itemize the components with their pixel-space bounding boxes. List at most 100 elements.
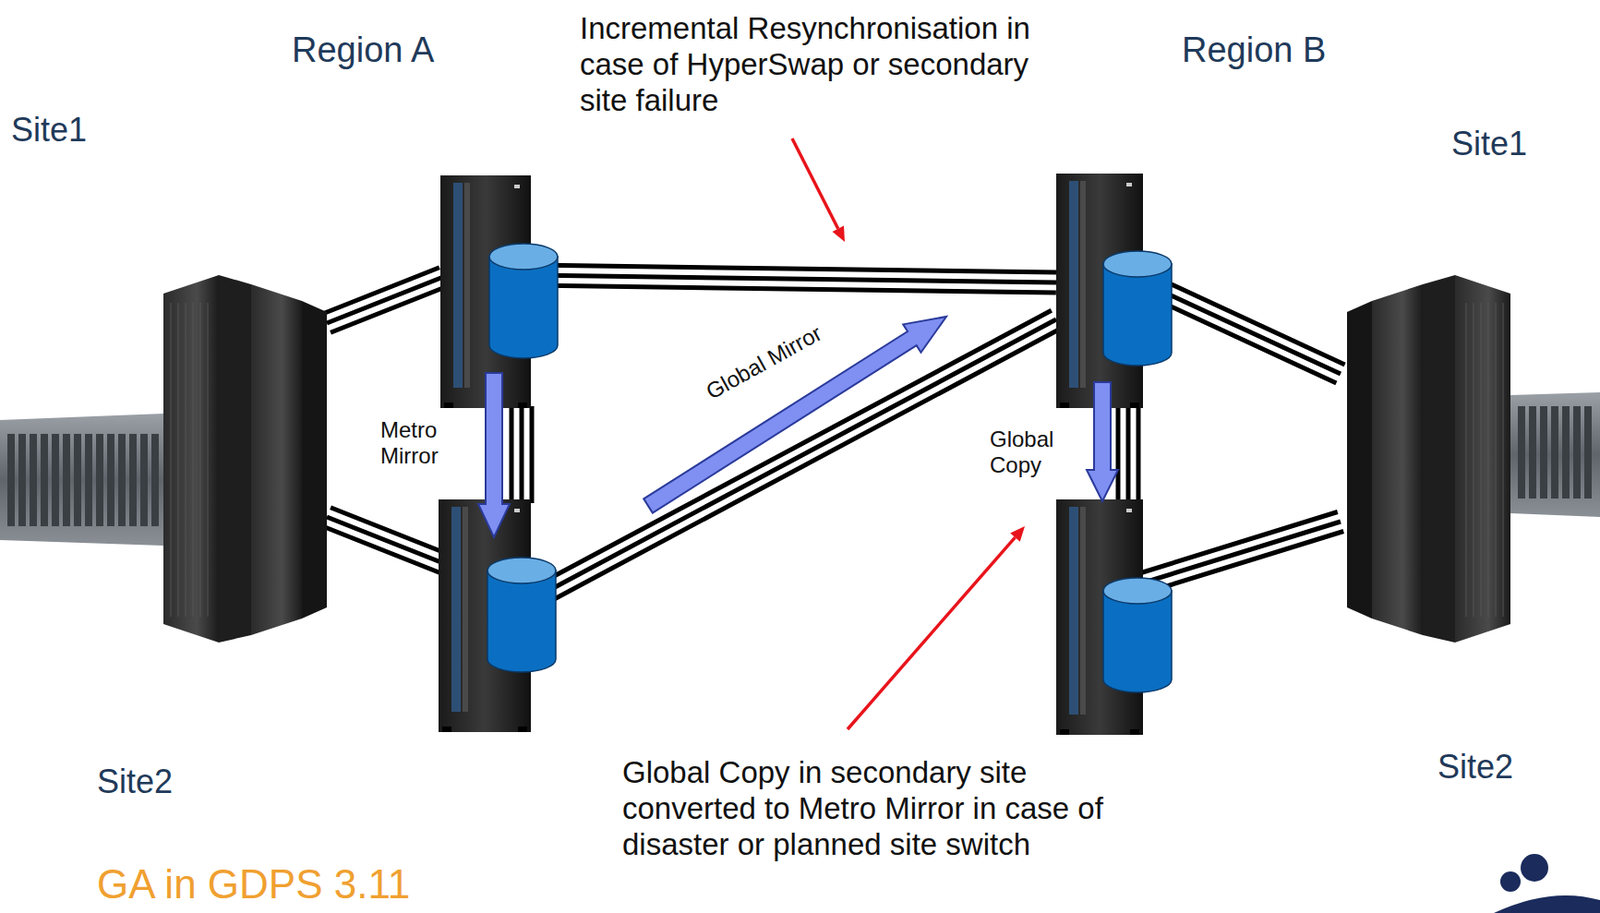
frame-ridge <box>1503 302 1504 617</box>
foot <box>1130 729 1140 735</box>
blade-chassis <box>1510 392 1600 518</box>
fiber-link <box>526 310 1052 591</box>
fiber-link <box>326 276 444 324</box>
disk-cylinder <box>1103 590 1172 693</box>
disk-cylinder <box>487 570 556 673</box>
frame-ridge <box>1488 302 1490 617</box>
blade <box>1562 406 1570 499</box>
fiber-link <box>330 286 447 333</box>
frame-ridge <box>192 302 194 617</box>
fiber-link <box>530 319 1057 601</box>
edge-label: Global Copy <box>989 426 1073 480</box>
badge <box>514 184 520 189</box>
cabinet-panel <box>464 182 470 388</box>
fiber-link <box>1145 272 1346 365</box>
foot <box>1059 729 1070 735</box>
edge-label: Global Mirror <box>701 320 827 406</box>
disk-cylinder <box>1103 264 1172 366</box>
blade <box>7 433 15 527</box>
frame-ridge <box>200 302 202 617</box>
foot <box>517 402 528 409</box>
region-label: Region A <box>291 29 434 72</box>
fiber-link <box>530 264 1057 273</box>
region-label: Region B <box>1181 29 1326 72</box>
cabinet-stripe <box>1069 506 1079 715</box>
mirror-arrows <box>478 138 1119 730</box>
mirror-arrow <box>478 372 510 538</box>
site-label: Site2 <box>96 762 173 802</box>
mainframe-frame <box>1371 284 1423 636</box>
site-label: Site1 <box>1451 124 1528 164</box>
foot <box>444 402 454 409</box>
frame-ridge <box>1466 302 1468 617</box>
cabinet-panel <box>1080 506 1086 715</box>
mainframe-frame <box>251 284 302 636</box>
edge-label: Metro Mirror <box>380 417 464 470</box>
callout-arrowhead <box>1010 526 1025 542</box>
footnote: GA in GDPS 3.11 <box>96 860 410 909</box>
callout-note: Incremental Resynchronisation in case of… <box>579 11 1060 120</box>
foot <box>1059 402 1070 409</box>
blade <box>1539 406 1548 499</box>
badge <box>514 508 520 513</box>
share-logo <box>1493 854 1600 913</box>
fiber-link <box>323 267 440 314</box>
disk-top <box>489 243 558 270</box>
frame-ridge <box>185 302 187 617</box>
fiber-link <box>530 275 1057 283</box>
frame-ridge <box>178 302 180 617</box>
site-label: Site2 <box>1437 747 1514 787</box>
mirror-arrow <box>643 316 947 514</box>
cabinet-panel <box>462 506 469 712</box>
blade <box>1584 406 1592 499</box>
blade <box>118 433 126 527</box>
blade <box>29 433 37 527</box>
fiber-link <box>1141 521 1341 584</box>
fiber-link <box>323 526 440 573</box>
mainframe-frame <box>301 300 327 619</box>
mainframe-frame <box>1455 275 1511 643</box>
callout-arrowhead <box>832 226 845 242</box>
frame-ridge <box>170 302 172 617</box>
blade <box>107 433 115 527</box>
blade <box>140 433 148 527</box>
fiber-link <box>1116 406 1121 504</box>
blade <box>51 433 60 527</box>
blade <box>1551 406 1559 499</box>
disk-top <box>1103 577 1172 604</box>
blade <box>62 433 71 527</box>
fiber-link <box>330 507 447 554</box>
fiber-link <box>326 517 444 564</box>
disk-top <box>1103 251 1172 277</box>
cabinet-stripe <box>453 182 463 388</box>
cabinet-stripe <box>1069 180 1079 388</box>
cabinet-stripe <box>451 506 461 712</box>
mirror-arrow <box>1086 382 1119 502</box>
cabinet-panel <box>1080 180 1086 388</box>
fiber-link <box>1126 406 1131 504</box>
foot <box>517 726 528 733</box>
mainframe-frame <box>218 275 252 643</box>
callout-note: Global Copy in secondary site converted … <box>622 755 1140 864</box>
fiber-link <box>535 328 1061 610</box>
disk-top <box>487 557 556 584</box>
fiber-link <box>530 285 1057 293</box>
callout-arrow <box>847 537 1015 730</box>
blade <box>73 433 82 527</box>
blade-chassis <box>0 413 164 546</box>
frame-ridge <box>1495 302 1497 617</box>
mainframe-frame <box>163 275 219 643</box>
foot <box>1130 402 1140 409</box>
fiber-link <box>509 406 515 504</box>
badge <box>1126 508 1132 513</box>
blade <box>18 433 26 527</box>
mainframe-frame <box>1422 275 1456 643</box>
blade <box>1517 406 1526 499</box>
frame-ridge <box>1473 302 1475 617</box>
disk-cylinder <box>489 256 558 359</box>
fiber-link <box>1136 406 1142 504</box>
blade <box>1573 406 1581 499</box>
fiber-link <box>529 406 535 504</box>
blade <box>151 433 159 527</box>
mainframe-frame <box>1347 300 1372 619</box>
